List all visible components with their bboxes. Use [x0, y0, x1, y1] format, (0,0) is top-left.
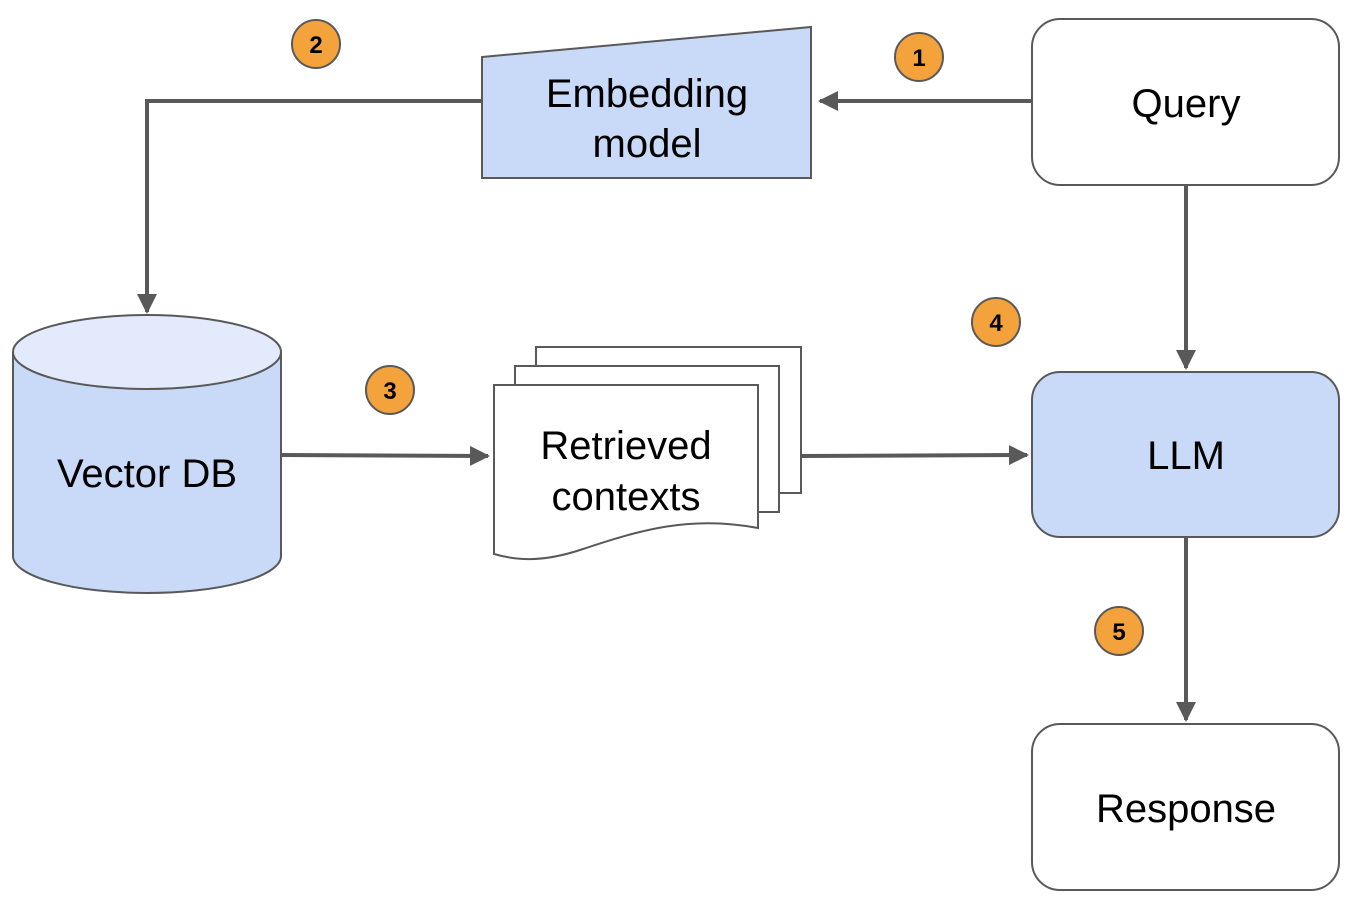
llm-label: LLM	[1147, 434, 1225, 478]
connector-vectordb-to-contexts	[281, 445, 490, 466]
step-number-4: 4	[989, 310, 1003, 337]
cylinder-top	[12, 314, 282, 390]
step-badge-3: 3	[365, 365, 415, 415]
embedding-model-label-line1: Embedding	[546, 72, 748, 116]
vector-db-label: Vector DB	[57, 452, 237, 496]
embedding-model-node[interactable]: Embedding model	[481, 25, 812, 179]
step-number-5: 5	[1112, 619, 1125, 646]
step-number-3: 3	[383, 378, 396, 405]
step-badge-1: 1	[894, 32, 944, 82]
step-badge-2: 2	[291, 19, 341, 69]
response-label: Response	[1096, 787, 1276, 831]
embedding-model-label-line2: model	[593, 122, 702, 166]
step-badge-5: 5	[1094, 606, 1144, 656]
connectors	[137, 91, 1196, 722]
connector-contexts-to-llm	[801, 445, 1029, 466]
query-node[interactable]: Query	[1031, 18, 1340, 186]
connector-embedding-to-vectordb	[137, 99, 482, 314]
llm-node[interactable]: LLM	[1031, 371, 1340, 538]
retrieved-contexts-node[interactable]: Retrieved contexts	[493, 346, 802, 561]
step-number-1: 1	[912, 45, 925, 72]
response-node[interactable]: Response	[1031, 723, 1340, 891]
retrieved-contexts-label-line1: Retrieved	[540, 424, 711, 468]
retrieved-contexts-label-line2: contexts	[552, 475, 701, 519]
step-badge-4: 4	[971, 297, 1021, 347]
query-label: Query	[1132, 82, 1241, 126]
document-front	[493, 384, 759, 561]
step-number-2: 2	[309, 32, 322, 59]
vector-db-node[interactable]: Vector DB	[12, 314, 282, 594]
